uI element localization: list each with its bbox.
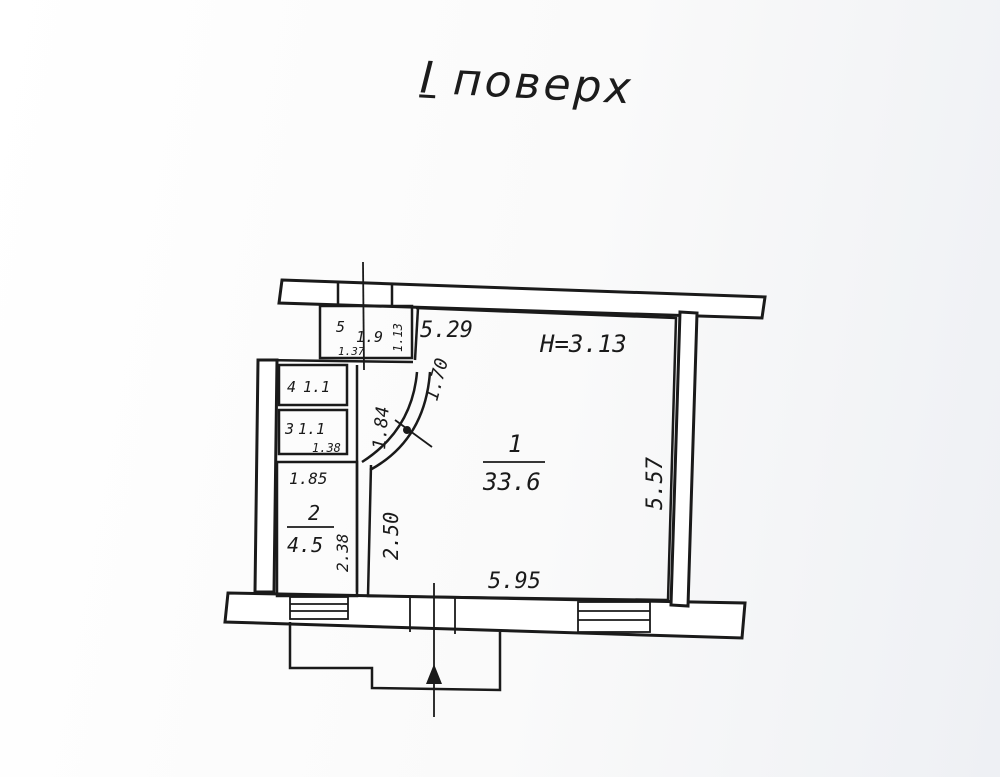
corridor-top-wall bbox=[261, 358, 414, 364]
dim-room2-left: 2.38 bbox=[333, 533, 352, 572]
room-2-area: 4.5 bbox=[287, 533, 323, 557]
height-note: H=3.13 bbox=[539, 330, 627, 358]
room-5-number: 5 bbox=[336, 318, 345, 336]
axis-line-top bbox=[362, 261, 365, 371]
dim-room1-right: 5.57 bbox=[643, 456, 668, 510]
room-1-area: 33.6 bbox=[482, 468, 541, 496]
dim-room1-top: 5.29 bbox=[420, 318, 473, 343]
room-5-area: 1.9 bbox=[356, 328, 383, 346]
door-swing bbox=[394, 419, 433, 448]
room-4-number: 4 bbox=[287, 378, 296, 396]
right-wall bbox=[669, 310, 699, 608]
window-left bbox=[289, 596, 349, 620]
door-hinge bbox=[403, 426, 411, 434]
left-wall bbox=[253, 358, 279, 594]
dim-door-curve: 1.70 bbox=[422, 356, 454, 403]
room-4-outline bbox=[277, 363, 349, 407]
room-1-number: 1 bbox=[508, 430, 522, 458]
room-1-outline-inner bbox=[413, 307, 420, 361]
entrance-arrow-icon bbox=[426, 664, 442, 684]
curved-partition-outer bbox=[369, 371, 432, 472]
dim-room5-bottom: 1.37 bbox=[338, 345, 365, 358]
dim-room3-bottom: 1.38 bbox=[312, 441, 341, 455]
dim-room2-top: 1.85 bbox=[289, 469, 328, 488]
room-3-number: 3 bbox=[284, 420, 294, 438]
top-wall bbox=[277, 278, 767, 320]
dim-room1-left: 2.50 bbox=[379, 512, 403, 560]
porch-outline bbox=[288, 622, 502, 692]
dim-corridor: 1.84 bbox=[369, 405, 394, 450]
room-3-outline bbox=[277, 408, 349, 456]
dim-room1-bottom: 5.95 bbox=[488, 569, 541, 594]
room-2-number: 2 bbox=[308, 501, 320, 525]
dim-room5-side: 1.13 bbox=[391, 323, 405, 352]
window-right bbox=[577, 601, 651, 633]
room-4-area: 1.1 bbox=[303, 378, 330, 396]
room-3-area: 1.1 bbox=[298, 420, 325, 438]
room-1-outline bbox=[366, 306, 678, 602]
room-5-outline bbox=[318, 304, 414, 360]
